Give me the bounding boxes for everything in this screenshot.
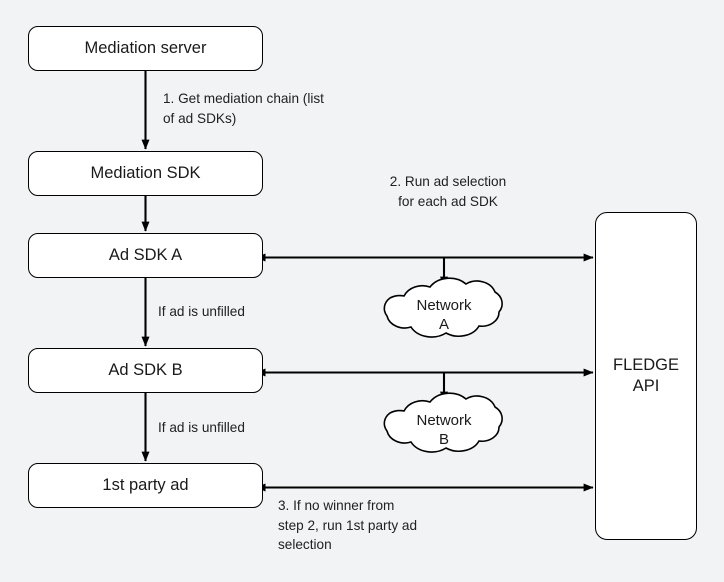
- node-mediation-sdk[interactable]: Mediation SDK: [28, 151, 263, 196]
- edge-label-step-1: 1. Get mediation chain (list of ad SDKs): [163, 91, 324, 126]
- node-first-party-ad-label: 1st party ad: [102, 476, 189, 495]
- cloud-network-a: [383, 277, 503, 338]
- node-fledge-api-label: FLEDGE API: [612, 356, 680, 395]
- node-mediation-sdk-label: Mediation SDK: [90, 164, 201, 183]
- node-ad-sdk-a-label: Ad SDK A: [108, 246, 183, 265]
- node-mediation-server-label: Mediation server: [84, 39, 207, 58]
- node-ad-sdk-a[interactable]: Ad SDK A: [28, 233, 263, 278]
- node-mediation-server[interactable]: Mediation server: [28, 26, 263, 71]
- edge-label-unfilled-a: If ad is unfilled: [158, 304, 245, 319]
- node-ad-sdk-b-label: Ad SDK B: [108, 361, 183, 380]
- edge-label-step-3: 3. If no winner from step 2, run 1st par…: [278, 498, 418, 553]
- edge-label-unfilled-b: If ad is unfilled: [158, 420, 245, 435]
- node-fledge-api[interactable]: FLEDGE API: [595, 212, 697, 540]
- node-ad-sdk-b[interactable]: Ad SDK B: [28, 348, 263, 393]
- cloud-network-b: [383, 392, 503, 453]
- node-first-party-ad[interactable]: 1st party ad: [28, 463, 263, 508]
- edge-label-step-2: 2. Run ad selection for each ad SDK: [389, 174, 507, 209]
